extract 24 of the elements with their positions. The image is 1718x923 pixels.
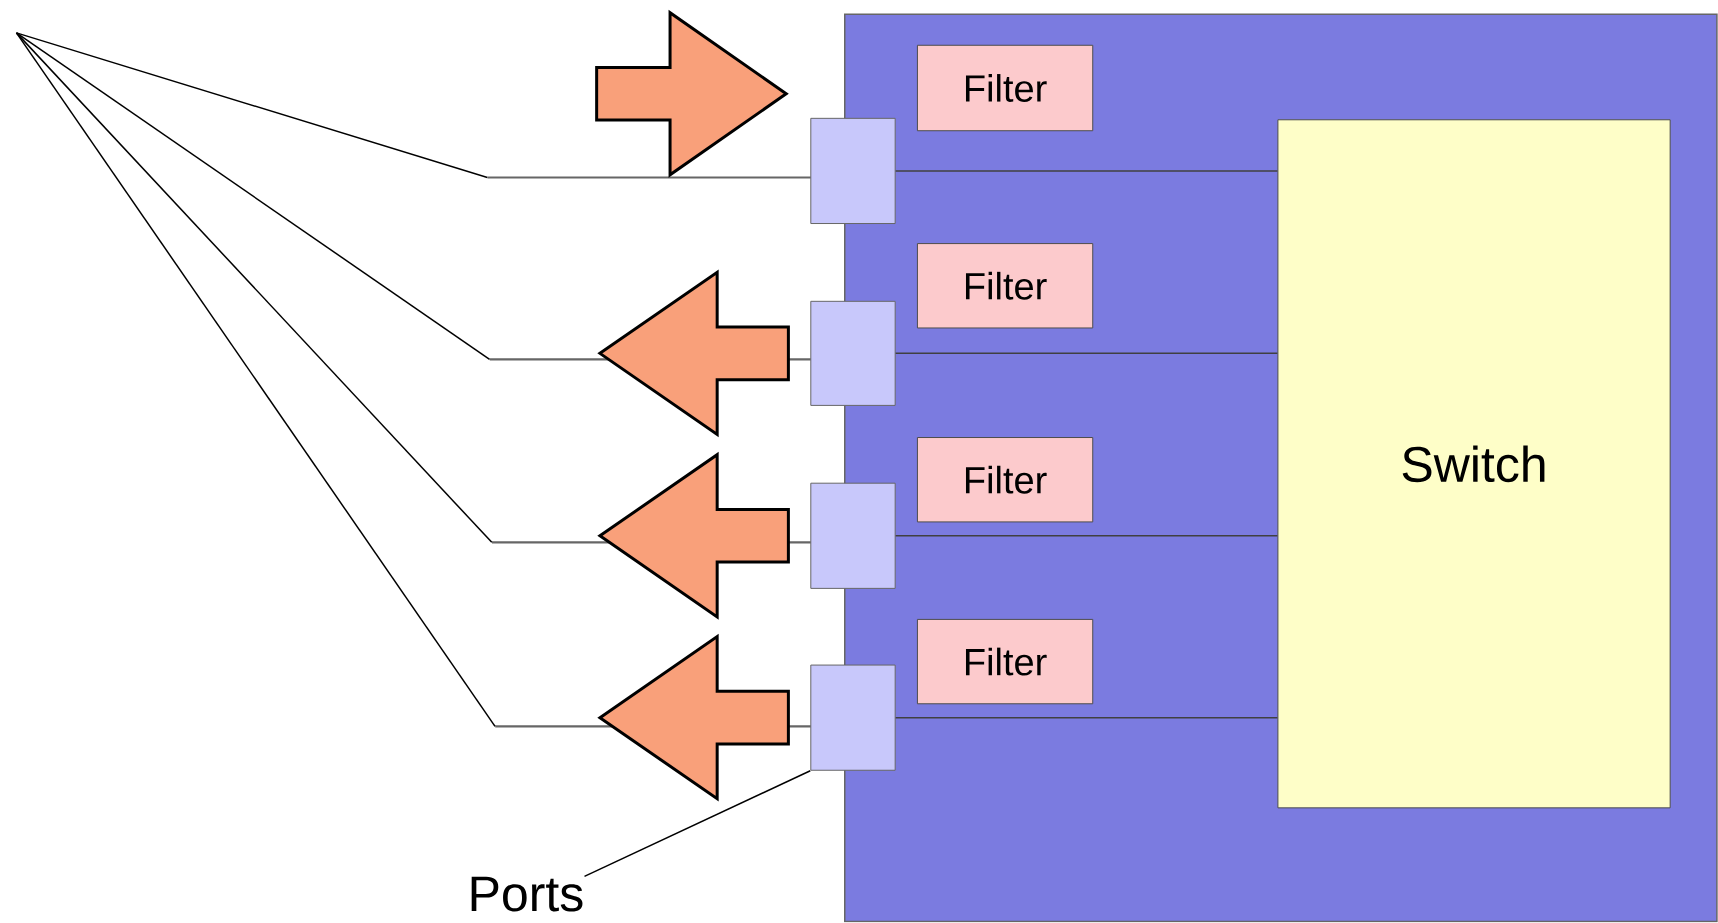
filter-box: Filter xyxy=(916,243,1094,329)
leader-line xyxy=(583,770,812,878)
connector-line xyxy=(894,535,1279,537)
leader-line xyxy=(15,32,489,179)
port-box xyxy=(810,482,896,590)
filter-box: Filter xyxy=(916,619,1094,705)
block-arrow xyxy=(597,633,790,802)
filter-box: Filter xyxy=(916,45,1094,132)
connector-line xyxy=(894,352,1279,355)
block-arrow xyxy=(595,10,789,178)
port-box xyxy=(810,301,896,407)
connector-line xyxy=(894,717,1279,719)
port-box xyxy=(810,664,896,771)
connector-line xyxy=(894,170,1279,172)
leader-line xyxy=(15,32,491,361)
filter-box: Filter xyxy=(916,437,1094,523)
block-arrow xyxy=(597,269,790,438)
ports-label: Ports xyxy=(471,876,583,912)
block-arrow xyxy=(597,452,790,620)
leader-line xyxy=(15,32,493,544)
cable-line xyxy=(487,176,811,179)
leader-line xyxy=(15,32,496,728)
switch-box: Switch xyxy=(1277,119,1671,809)
port-box xyxy=(810,118,896,225)
